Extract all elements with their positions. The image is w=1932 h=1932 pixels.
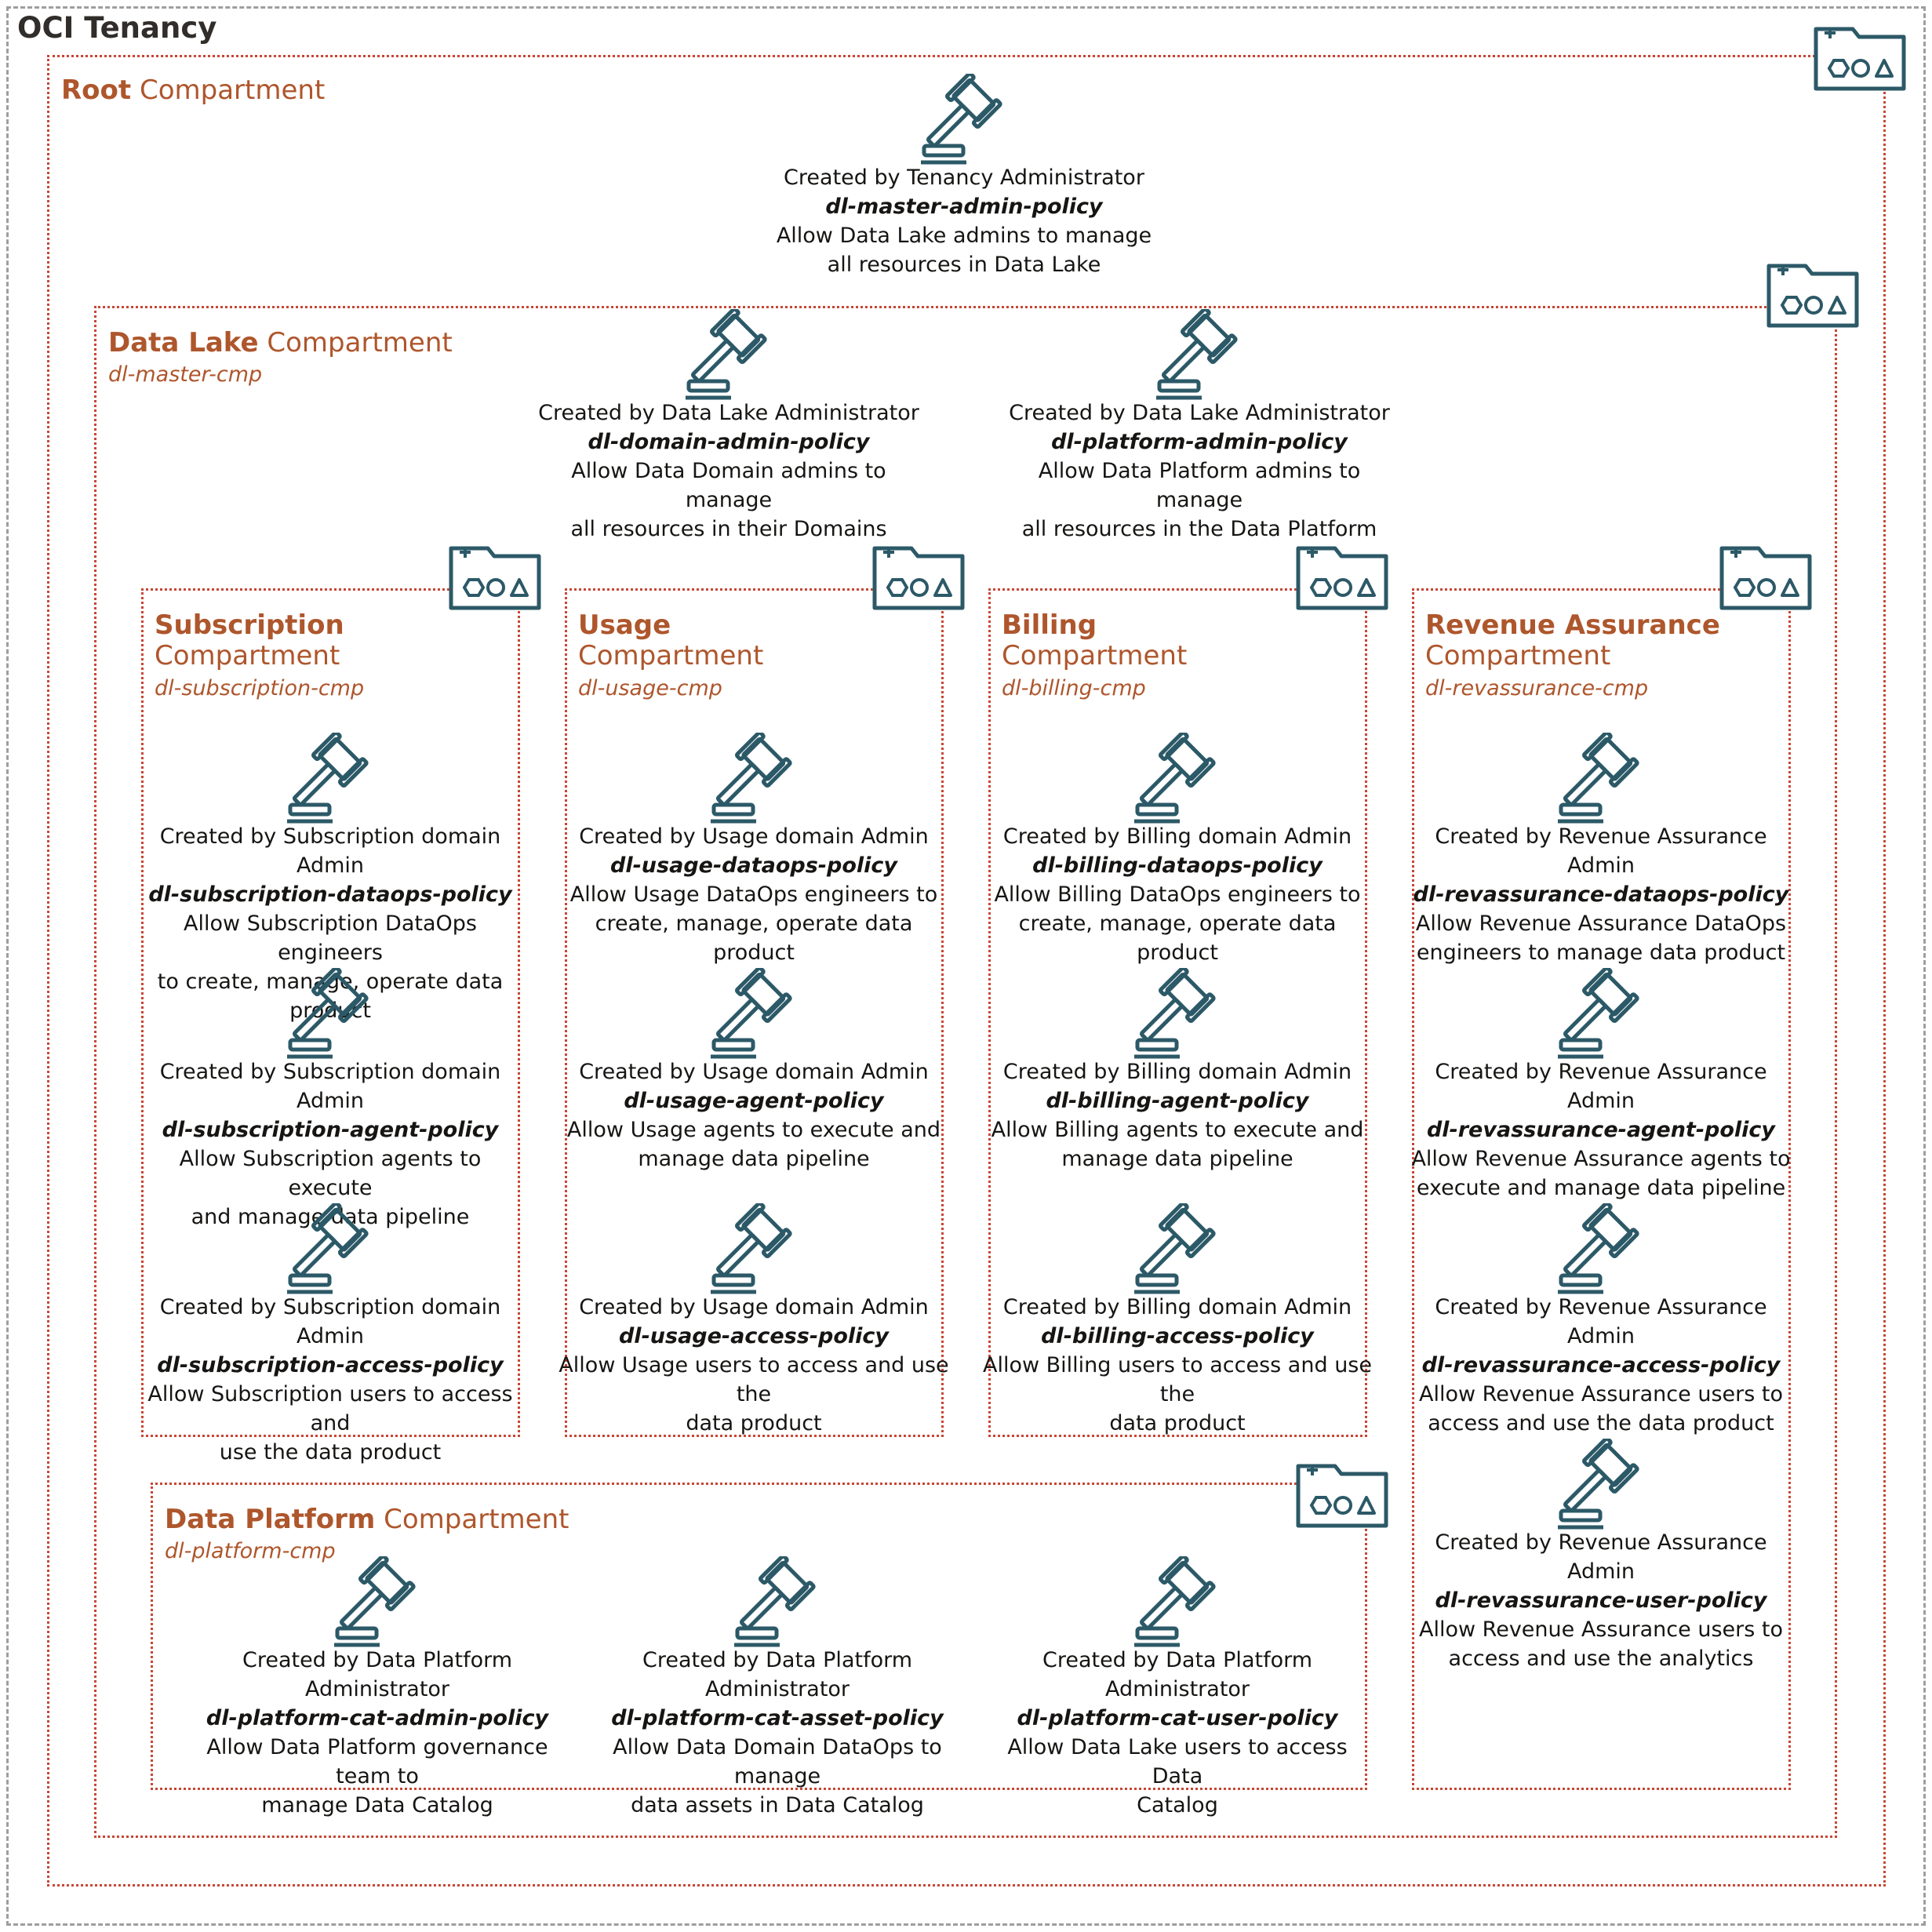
gavel-icon bbox=[1556, 733, 1647, 824]
gavel-icon bbox=[684, 309, 775, 400]
compartment-folder-icon bbox=[449, 544, 541, 610]
root-compartment bbox=[47, 55, 1886, 1887]
root-compartment-title: Root Compartment bbox=[61, 75, 326, 106]
datalake-compartment bbox=[94, 306, 1837, 1838]
gavel-icon bbox=[286, 968, 377, 1059]
gavel-icon bbox=[709, 1203, 800, 1294]
usage-compartment-id: dl-usage-cmp bbox=[578, 676, 722, 700]
compartment-folder-icon bbox=[1296, 544, 1388, 610]
revassurance-compartment-id: dl-revassurance-cmp bbox=[1425, 676, 1649, 700]
tenancy-title: OCI Tenancy bbox=[17, 11, 217, 45]
compartment-folder-icon bbox=[1719, 544, 1812, 610]
subscription-compartment-id: dl-subscription-cmp bbox=[155, 676, 365, 700]
policy-domain-admin: Created by Data Lake Administrator dl-do… bbox=[538, 401, 919, 541]
gavel-icon bbox=[1133, 1556, 1224, 1647]
gavel-icon bbox=[333, 1556, 424, 1647]
compartment-folder-icon bbox=[1296, 1462, 1388, 1528]
gavel-icon bbox=[1556, 1203, 1647, 1294]
compartment-folder-icon bbox=[872, 544, 965, 610]
gavel-icon bbox=[286, 733, 377, 824]
gavel-icon bbox=[286, 1203, 377, 1294]
gavel-icon bbox=[709, 968, 800, 1059]
billing-compartment-id: dl-billing-cmp bbox=[1002, 676, 1146, 700]
compartment-folder-icon bbox=[1766, 262, 1859, 328]
gavel-icon bbox=[1133, 1203, 1224, 1294]
gavel-icon bbox=[1133, 968, 1224, 1059]
gavel-icon bbox=[919, 74, 1010, 165]
gavel-icon bbox=[1133, 733, 1224, 824]
subscription-compartment bbox=[141, 588, 520, 1437]
gavel-icon bbox=[1155, 309, 1246, 400]
tenancy-boundary bbox=[6, 6, 1926, 1926]
policy-platform-admin: Created by Data Lake Administrator dl-pl… bbox=[1009, 401, 1390, 541]
datalake-compartment-title: Data Lake Compartment bbox=[108, 327, 453, 358]
platform-compartment-title: Data Platform Compartment bbox=[165, 1504, 569, 1535]
billing-compartment bbox=[988, 588, 1367, 1437]
compartment-folder-icon bbox=[1814, 25, 1906, 91]
platform-compartment-id: dl-platform-cmp bbox=[165, 1539, 336, 1563]
platform-compartment bbox=[151, 1483, 1367, 1790]
gavel-icon bbox=[709, 733, 800, 824]
gavel-icon bbox=[1556, 968, 1647, 1059]
datalake-compartment-id: dl-master-cmp bbox=[108, 362, 263, 387]
policy-master-admin: Created by Tenancy Administrator dl-mast… bbox=[776, 166, 1152, 277]
gavel-icon bbox=[1556, 1439, 1647, 1530]
gavel-icon bbox=[733, 1556, 824, 1647]
revassurance-compartment bbox=[1412, 588, 1791, 1790]
usage-compartment bbox=[565, 588, 944, 1437]
